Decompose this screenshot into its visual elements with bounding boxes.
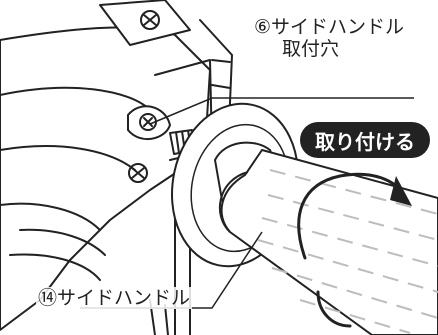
mounting-hole-label-line1: ⑥サイドハンドル [254,16,405,38]
grinder-housing-curve [0,202,101,231]
screw-slot [143,14,157,26]
grinder-rib [9,253,101,281]
handle-grip-hatching [257,169,438,334]
attach-action-badge: 取り付ける [300,122,430,158]
attach-action-text: 取り付ける [315,129,415,154]
screw-slot [131,167,145,179]
handle-grip-end [218,171,249,233]
screw-head [140,10,160,30]
grinder-rib [19,228,106,256]
mounting-hole-label: ⑥サイドハンドル 取付穴 [252,16,407,60]
screw-head [128,163,148,183]
mounting-hole-thread [143,117,153,127]
leader-hole [149,97,414,125]
grinder-top-plate [99,0,191,46]
grinder-housing-curve [0,86,151,111]
side-handle [169,102,438,335]
side-handle-label: ⑭サイドハンドル [36,287,193,309]
mounting-hole-label-line2: 取付穴 [282,38,340,60]
grinder-housing-curve [0,145,136,171]
grinder-right-panel [211,59,231,89]
rotation-arrow [297,172,406,328]
rotation-arrowhead [390,176,412,206]
